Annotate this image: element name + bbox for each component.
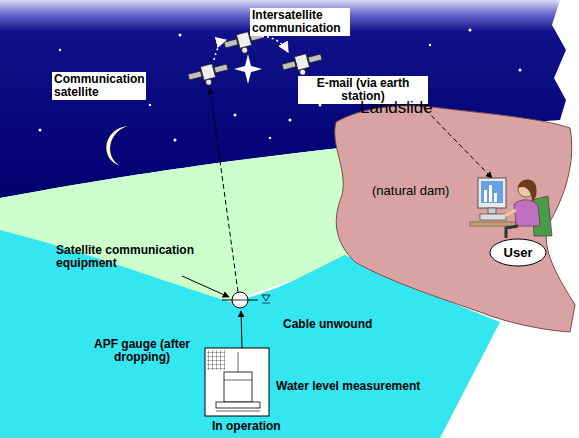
user-figure xyxy=(470,178,552,238)
part-label: Cable unwound xyxy=(283,318,372,331)
uplink-arrow xyxy=(210,88,238,292)
intersatellite-link xyxy=(214,40,226,60)
crescent-moon xyxy=(106,126,128,166)
node-text: User xyxy=(504,245,533,260)
intersatellite-link xyxy=(262,36,288,52)
satellite-label: Communication satellite xyxy=(52,72,146,100)
communication-satellite xyxy=(187,60,231,90)
cable-line xyxy=(241,311,242,348)
stars xyxy=(39,29,522,142)
part-label: APF gauge (after dropping) xyxy=(86,338,198,364)
part-label: Satellite communication equipment xyxy=(56,244,206,270)
status-label: In operation xyxy=(212,420,281,433)
region-note: (natural dam) xyxy=(372,183,449,198)
bright-star xyxy=(234,54,262,84)
satellite-label: Intersatellite communication xyxy=(250,8,350,36)
user-ellipse: User xyxy=(489,238,547,267)
leader-line xyxy=(182,276,229,297)
satellite-communication-equipment xyxy=(222,292,270,308)
region-label: Landslide xyxy=(360,98,433,117)
apf-gauge xyxy=(205,348,269,416)
part-label: Water level measurement xyxy=(276,380,420,393)
